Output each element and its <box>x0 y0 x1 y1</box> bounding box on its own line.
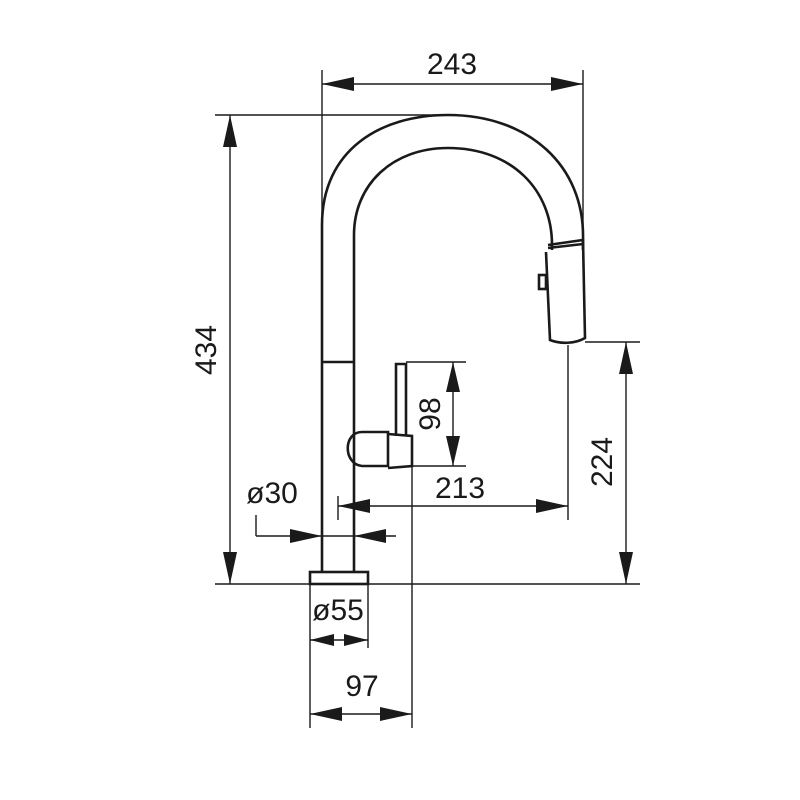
lever-hub <box>346 430 390 468</box>
dim-reach: 213 <box>337 345 569 520</box>
spray-head-joint <box>547 242 584 250</box>
lever-handle <box>394 362 408 436</box>
dim-base-to-lever: 97 <box>309 466 413 728</box>
lever-cap <box>387 432 414 470</box>
dim-base-to-lever-label: 97 <box>345 670 378 703</box>
faucet-outline <box>308 113 587 586</box>
dim-width-total: 243 <box>321 48 584 250</box>
dim-height-total: 434 <box>190 114 448 584</box>
dim-width-total-label: 243 <box>427 48 477 81</box>
spout-inner-curve <box>352 146 554 572</box>
spout-outer-curve <box>320 113 585 572</box>
dim-spout-height: 224 <box>585 341 640 584</box>
spray-head <box>544 238 587 345</box>
dim-lever-height-label: 98 <box>414 397 447 430</box>
dim-body-diameter: ø30 <box>246 477 396 543</box>
dim-base-diameter-label: ø55 <box>312 594 364 627</box>
dim-body-diameter-label: ø30 <box>246 477 298 510</box>
dim-base-diameter: ø55 <box>309 584 369 648</box>
faucet-base <box>308 570 370 586</box>
spray-button <box>537 273 548 291</box>
dim-spout-height-label: 224 <box>586 437 619 487</box>
dim-reach-label: 213 <box>435 472 485 505</box>
dim-lever-height: 98 <box>406 361 466 467</box>
dim-height-total-label: 434 <box>190 325 223 375</box>
